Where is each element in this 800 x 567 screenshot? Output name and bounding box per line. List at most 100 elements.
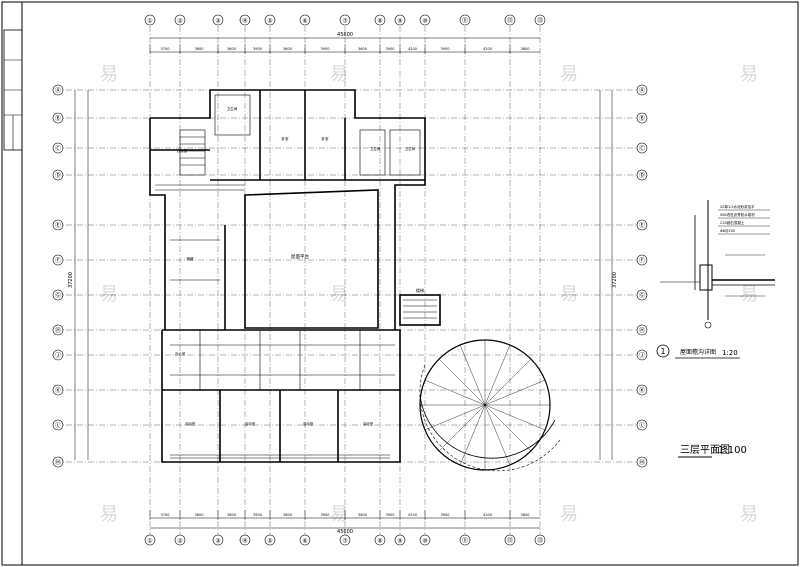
- segment-dim: 3600: [283, 47, 292, 51]
- axis-label-y: Ⓚ: [639, 387, 645, 395]
- segment-dim: 3600: [358, 47, 367, 51]
- axis-label-y: Ⓔ: [639, 222, 645, 230]
- room-label: 卧室: [322, 136, 330, 141]
- watermark-glyph: 易: [330, 284, 348, 305]
- room-label: 活动室: [363, 421, 374, 426]
- axis-bubble-x: [394, 14, 406, 26]
- main-title: 三层平面图: [680, 444, 730, 456]
- segment-dim: 3900: [253, 513, 262, 517]
- right-total-dim: 37200: [612, 272, 618, 288]
- axis-label-x: ⑥: [302, 18, 307, 25]
- axis-bubble-y: [52, 219, 64, 231]
- axis-label-x: ④: [242, 538, 247, 545]
- axis-label-y: Ⓚ: [55, 387, 61, 395]
- axis-label-y: Ⓔ: [55, 222, 61, 230]
- detail-note: SBS改性沥青防水卷材: [720, 212, 755, 217]
- watermark-glyph: 易: [100, 284, 118, 305]
- axis-label-x: ③: [215, 538, 220, 545]
- segment-dim: 3900: [441, 47, 450, 51]
- axis-label-x: ②: [177, 538, 183, 545]
- axis-label-y: Ⓙ: [55, 352, 61, 360]
- axis-bubble-x: [374, 14, 386, 26]
- axis-label-x: ⑬: [537, 17, 543, 25]
- axis-bubble-x: [239, 14, 251, 26]
- axis-bubble-y: [636, 419, 648, 431]
- axis-bubble-x: [459, 14, 471, 26]
- axis-bubble-x: [339, 534, 351, 546]
- detail-note: Φ6@200: [720, 229, 735, 233]
- axis-label-y: Ⓛ: [55, 422, 61, 430]
- radial-line: [459, 404, 486, 466]
- axis-bubble-x: [394, 534, 406, 546]
- axis-label-x: ⑦: [342, 18, 348, 25]
- segment-dim: 3600: [283, 513, 292, 517]
- room-labels: 活动室活动室活动室活动室卫生间卫生间卧室卧室储藏办公室办公室卫生间: [175, 106, 416, 426]
- axis-bubble-y: [52, 419, 64, 431]
- segment-dim: 3700: [161, 47, 170, 51]
- room-label: 活动室: [185, 421, 196, 426]
- watermark-glyph: 易: [740, 64, 758, 85]
- hall-label: 屋面平台: [291, 253, 309, 260]
- detail-number-bubble: [656, 344, 670, 358]
- segment-dim: 3900: [321, 47, 330, 51]
- axis-bubble-y: [636, 112, 648, 124]
- axis-bubble-x: [212, 14, 224, 26]
- axis-bubble-y: [52, 324, 64, 336]
- segment-dim: 3600: [227, 47, 236, 51]
- axis-bubble-x: [504, 534, 516, 546]
- axis-label-y: Ⓖ: [639, 292, 645, 300]
- room-label: 办公室: [175, 351, 186, 356]
- segment-dim: 4200: [483, 47, 492, 51]
- segment-dim: 3900: [386, 47, 395, 51]
- axis-bubble-y: [636, 254, 648, 266]
- axis-label-y: Ⓓ: [639, 172, 645, 180]
- watermark-glyph: 易: [560, 64, 578, 85]
- axis-label-x: ⑪: [462, 537, 468, 545]
- watermark-glyph: 易: [740, 504, 758, 525]
- axis-bubble-y: [52, 254, 64, 266]
- axis-bubble-x: [504, 14, 516, 26]
- radial-line: [459, 344, 486, 406]
- axis-bubble-x: [299, 14, 311, 26]
- segment-dim: 3600: [227, 513, 236, 517]
- segment-dim: 3700: [161, 513, 170, 517]
- radial-line: [424, 404, 486, 431]
- segment-dim: 3600: [521, 47, 530, 51]
- axis-bubble-x: [374, 534, 386, 546]
- axis-bubble-x: [212, 534, 224, 546]
- watermark-glyph: 易: [100, 504, 118, 525]
- detail-number: 1: [660, 347, 665, 356]
- watermark-glyph: 易: [330, 64, 348, 85]
- radial-line: [484, 404, 532, 452]
- stair-label: 楼梯: [416, 287, 424, 293]
- detail-note: C20细石混凝土: [720, 220, 745, 225]
- axis-bubble-x: [144, 534, 156, 546]
- axis-label-x: ⑨: [397, 18, 402, 25]
- axis-label-x: ⑬: [537, 537, 543, 545]
- room-label: 活动室: [303, 421, 314, 426]
- axis-label-y: Ⓛ: [639, 422, 645, 430]
- axis-bubble-y: [636, 456, 648, 468]
- axis-label-x: ⑥: [302, 538, 307, 545]
- axis-label-x: ⑪: [462, 17, 468, 25]
- axis-bubble-y: [52, 112, 64, 124]
- circular-room: [419, 339, 561, 472]
- title-block-lines: [4, 59, 22, 150]
- axis-bubble-y: [636, 219, 648, 231]
- axis-bubble-x: [174, 14, 186, 26]
- room-label: 卧室: [282, 136, 290, 141]
- axis-bubble-y: [636, 289, 648, 301]
- segment-dim: 4200: [483, 513, 492, 517]
- axis-bubble-x: [534, 534, 546, 546]
- watermark-glyph: 易: [560, 284, 578, 305]
- main-scale: 1:100: [718, 445, 747, 456]
- axis-label-y: Ⓕ: [639, 257, 645, 265]
- watermark-glyph: 易: [330, 504, 348, 525]
- axis-label-y: Ⓓ: [55, 172, 61, 180]
- axis-label-x: ①: [147, 538, 152, 545]
- axis-label-x: ⑩: [422, 538, 427, 545]
- axis-bubble-y: [52, 84, 64, 96]
- axis-bubble-x: [419, 534, 431, 546]
